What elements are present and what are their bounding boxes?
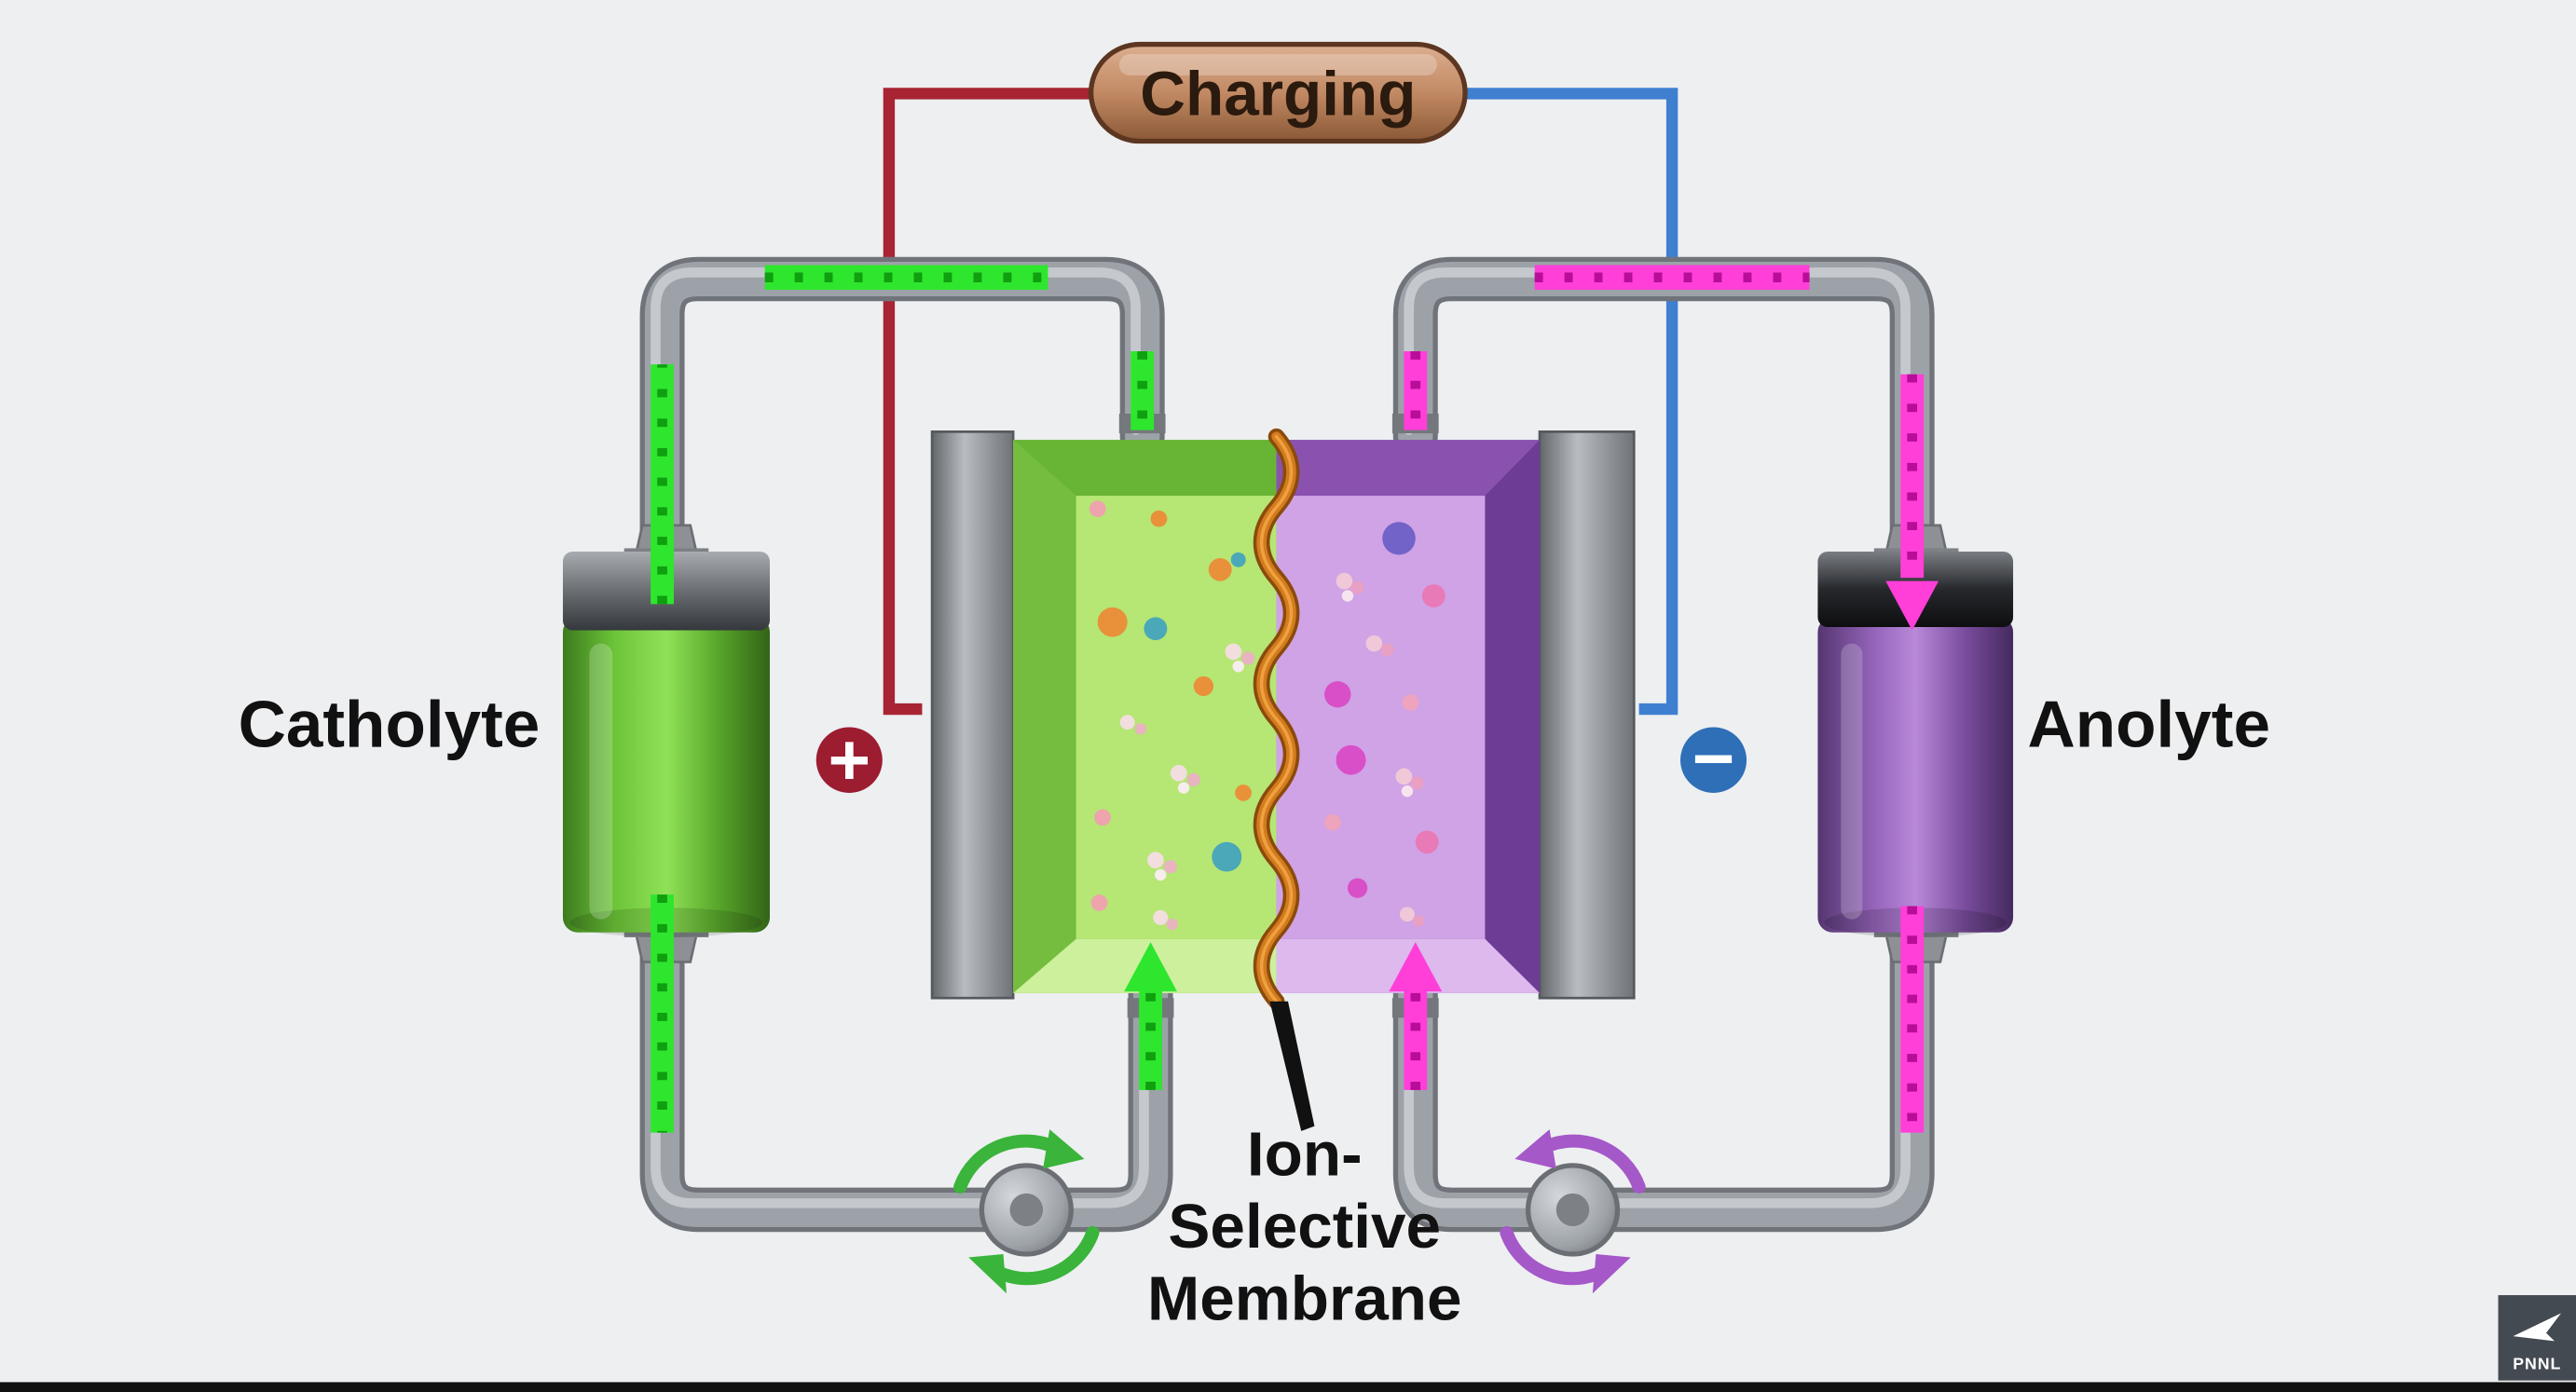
pump-left-arrowhead-icon <box>968 1254 1007 1294</box>
anolyte-label: Anolyte <box>2027 688 2270 761</box>
catholyte-flow-ticks <box>657 272 1156 1133</box>
pump-right <box>1525 1163 1621 1257</box>
membrane-label-line2: Selective <box>1168 1192 1441 1262</box>
molecule <box>1365 635 1394 657</box>
catholyte-compartment <box>1013 440 1277 993</box>
pnnl-logo-text: PNNL <box>2513 1354 2561 1372</box>
left-electrode <box>930 430 1015 1000</box>
pump-left-arrowhead-icon <box>1043 1129 1085 1169</box>
pipe-bottom-right <box>1392 896 1935 1233</box>
membrane-label-line1: Ion- <box>1247 1120 1363 1190</box>
molecule <box>1399 907 1425 927</box>
anolyte-tank-body <box>1817 617 2014 933</box>
membrane-callout-line <box>1269 1001 1315 1131</box>
molecule <box>1395 768 1424 798</box>
catholyte-tank-body <box>562 617 771 933</box>
pump-right-arrowhead-icon <box>1514 1129 1556 1169</box>
molecule <box>1147 852 1177 881</box>
molecule <box>1170 764 1200 794</box>
anolyte-flow-arrow-down-icon <box>1885 580 1939 631</box>
catholyte-particles <box>1089 500 1255 931</box>
pump-right-arrowhead-icon <box>1592 1254 1631 1294</box>
pump-right-rotation-arrows-icon <box>1500 1134 1646 1286</box>
positive-terminal: + <box>815 720 883 800</box>
negative-terminal: − <box>1679 719 1747 799</box>
anolyte-particles <box>1324 522 1446 927</box>
molecule <box>1336 572 1364 602</box>
membrane-label: Ion- Selective Membrane <box>1147 1120 1462 1334</box>
pump-left <box>979 1163 1074 1257</box>
ion-selective-membrane <box>1253 428 1300 1010</box>
pipe-bottom-left <box>639 896 1173 1233</box>
charging-pill: Charging <box>1088 41 1468 144</box>
plus-icon: + <box>828 720 870 800</box>
molecule <box>1119 715 1147 735</box>
catholyte-label: Catholyte <box>239 688 541 761</box>
negative-wire <box>1465 88 1679 716</box>
catholyte-flow-arrow-up-icon <box>1124 942 1177 992</box>
charging-label: Charging <box>1140 60 1416 130</box>
pnnl-logo: PNNL <box>2498 1295 2576 1381</box>
molecule <box>1153 909 1178 931</box>
right-electrode <box>1538 430 1636 1000</box>
anolyte-flow-ticks <box>1410 272 1918 1133</box>
flow-cell <box>930 428 1636 1010</box>
molecule <box>1225 643 1255 673</box>
minus-icon: − <box>1692 719 1735 799</box>
pump-left-rotation-arrows-icon <box>953 1134 1100 1286</box>
anolyte-flow-arrow-up-icon <box>1389 942 1443 992</box>
bottom-bar <box>0 1382 2576 1392</box>
pnnl-glyph-icon <box>2513 1313 2562 1342</box>
positive-wire <box>883 88 1093 716</box>
membrane-label-line3: Membrane <box>1147 1264 1462 1334</box>
